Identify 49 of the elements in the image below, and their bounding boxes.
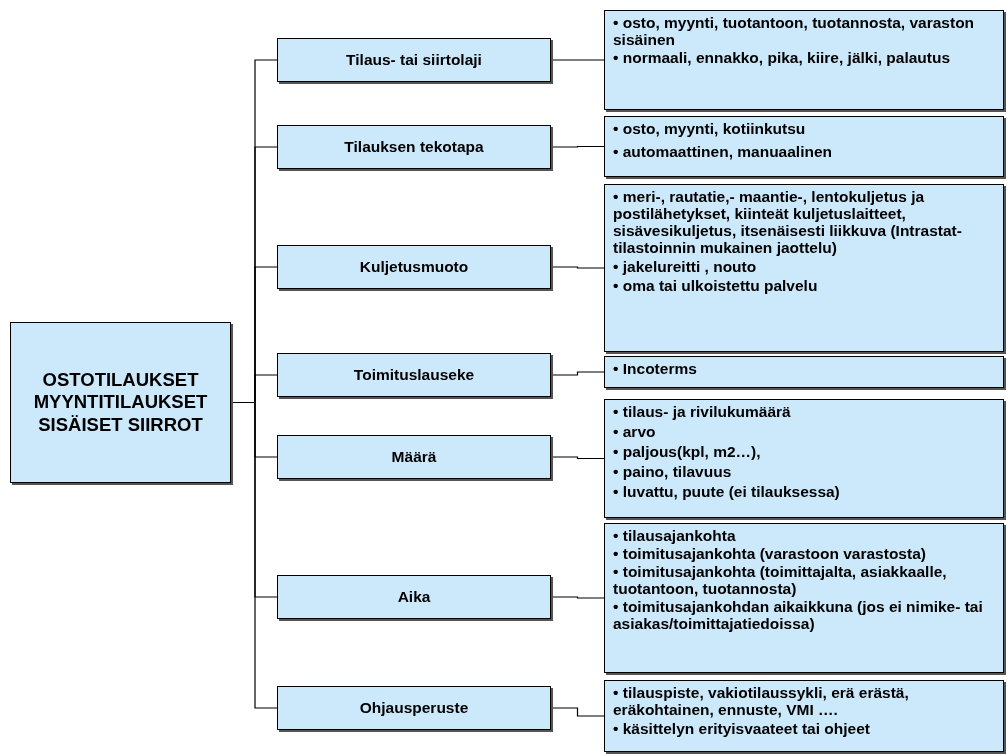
bullet-text: • osto, myynti, kotiinkutsu xyxy=(613,120,807,138)
detail-box xyxy=(604,523,1004,673)
bullet-text: • oma tai ulkoistettu palvelu xyxy=(613,277,819,295)
detail-box xyxy=(604,680,1004,752)
detail-box xyxy=(604,10,1004,110)
bullet-text: • tilauspiste, vakiotilaussykli, erä erästä, eräkohtainen, ennuste, VMI …. xyxy=(613,684,910,719)
category-box xyxy=(277,245,551,289)
bullet-text: • paino, tilavuus xyxy=(613,463,733,481)
bullet-text: • normaali, ennakko, pika, kiire, jälki, palautus xyxy=(613,49,952,67)
bullet-text: • toimitusajankohta (toimittajalta, asiakkaalle, tuotantoon, tuotannosta) xyxy=(613,563,948,598)
bullet-text: • osto, myynti, tuotantoon, tuotannosta, varaston sisäinen xyxy=(613,14,976,49)
bullet-text: • meri-, rautatie,- maantie-, lentokuljetus ja postilähetykset, kiinteät kuljetuslaitteet, sisävesikuljetus, itsenäisesti liikkuva (Intrastat-tilastoinnin mukainen jaottelu) xyxy=(613,188,963,257)
connector-line xyxy=(550,596,605,599)
detail-box xyxy=(604,184,1004,352)
connector-line xyxy=(550,371,605,376)
connector-line xyxy=(550,266,605,269)
bullet-text: • luvattu, puute (ei tilauksessa) xyxy=(613,483,841,501)
category-box xyxy=(277,686,551,730)
node-label: OSTOTILAUKSET MYYNTITILAUKSET SISÄISET SIIRROT xyxy=(32,369,209,436)
bullet-text: • automaattinen, manuaalinen xyxy=(613,143,834,161)
bullet-text: • arvo xyxy=(613,423,657,441)
connector-line xyxy=(550,456,605,460)
node-label: Ohjausperuste xyxy=(359,699,469,717)
bullet-text: • paljous(kpl, m2…), xyxy=(613,443,762,461)
connector-line xyxy=(550,707,605,717)
node-label: Toimituslauseke xyxy=(353,366,475,384)
node-label: Määrä xyxy=(391,448,437,466)
bullet-text: • Incoterms xyxy=(613,360,698,378)
category-box xyxy=(277,125,551,169)
detail-box xyxy=(604,356,1004,388)
category-box xyxy=(277,38,551,82)
detail-box xyxy=(604,399,1004,518)
bullet-text: • jakelureitti , nouto xyxy=(613,258,758,276)
bullet-text: • toimitusajankohdan aikaikkuna (jos ei nimike- tai asiakas/toimittajatiedoissa) xyxy=(613,598,984,633)
connector-line xyxy=(550,59,605,61)
node-label: Kuljetusmuoto xyxy=(359,258,469,276)
node-label: Tilauksen tekotapa xyxy=(344,138,484,156)
category-box xyxy=(277,353,551,397)
category-box xyxy=(277,575,551,619)
bullet-text: • käsittelyn erityisvaateet tai ohjeet xyxy=(613,720,871,738)
category-box xyxy=(277,435,551,479)
bullet-text: • tilausajankohta xyxy=(613,527,737,545)
node-label: Aika xyxy=(397,588,431,606)
root-box xyxy=(10,322,231,483)
bullet-text: • tilaus- ja rivilukumäärä xyxy=(613,403,792,421)
node-label: Tilaus- tai siirtolaji xyxy=(346,51,482,69)
detail-box xyxy=(604,116,1004,177)
bullet-text: • toimitusajankohta (varastoon varastosta) xyxy=(613,545,927,563)
connector-line xyxy=(550,145,605,148)
